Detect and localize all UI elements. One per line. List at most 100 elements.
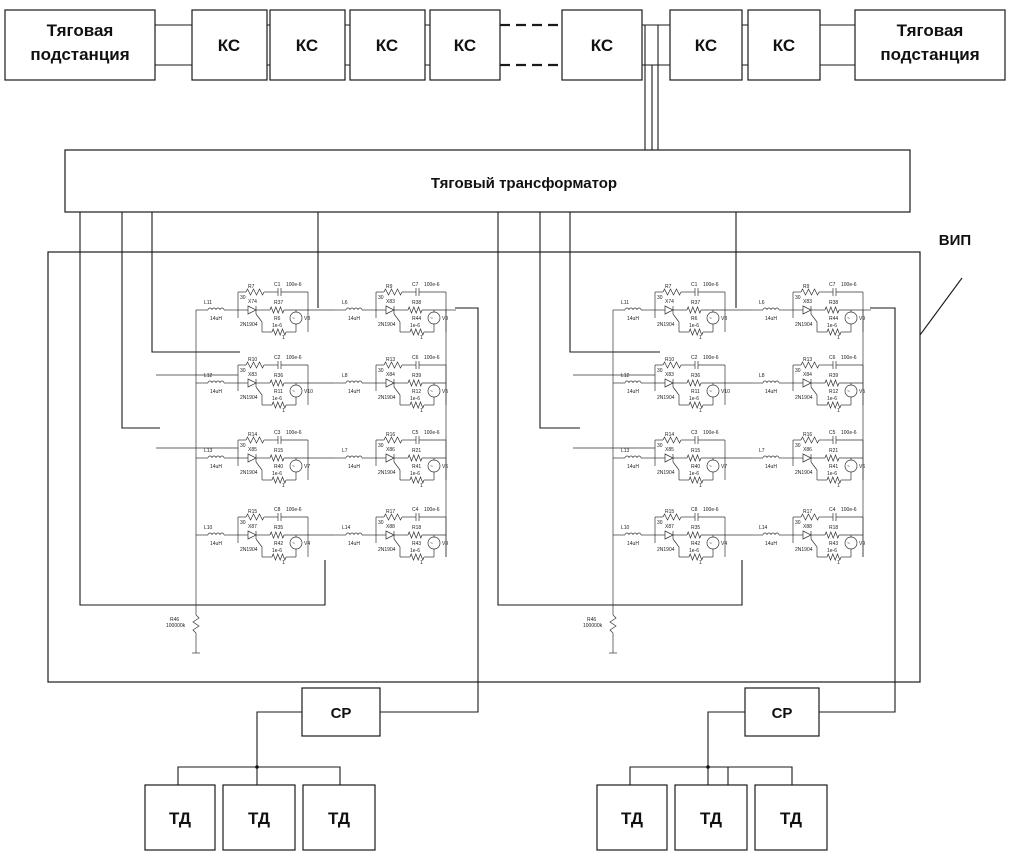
switch-label: X83 — [386, 299, 395, 305]
inductor-coil — [762, 532, 780, 536]
inductor-value: 14uH — [348, 389, 360, 395]
device-label: 2N1904 — [795, 547, 813, 553]
diode-symbol — [664, 305, 674, 315]
resistor-label: R42 — [274, 541, 283, 547]
resistor-value: 1 — [282, 335, 285, 341]
vip-enclosure: ВИП — [47, 232, 971, 683]
catenary-dashed-gap — [500, 20, 562, 70]
switch-arm — [672, 313, 680, 323]
td-label: ТД — [621, 809, 643, 828]
capacitor-value: 100e-6 — [286, 355, 302, 361]
resistor-label: R18 — [412, 525, 421, 531]
resistor-value: 1 — [837, 408, 840, 414]
capacitor-label: C1 — [274, 282, 281, 288]
snubber-resistor — [245, 361, 265, 369]
source-label: V9 — [859, 316, 865, 322]
switch-label: X83 — [803, 299, 812, 305]
inductor-coil — [207, 532, 225, 536]
inductor-value: 14uH — [210, 389, 222, 395]
right-converter-feeds — [497, 212, 743, 606]
inductor-label: L13 — [621, 448, 630, 454]
resistor-label: R15 — [665, 509, 674, 515]
resistor-label: R10 — [248, 357, 257, 363]
capacitor-label: C8 — [274, 507, 281, 513]
source-glyph: ~ — [709, 316, 712, 322]
diode-symbol — [385, 530, 395, 540]
substation-right-line1: Тяговая — [897, 21, 964, 40]
device-label: 2N1904 — [240, 395, 258, 401]
source-glyph: ~ — [847, 316, 850, 322]
device-label: 2N1904 — [657, 395, 675, 401]
snubber-resistor — [662, 513, 682, 521]
capacitor-value: 100e-6 — [424, 355, 440, 361]
capacitor-value: 100e-6 — [703, 355, 719, 361]
series-resistor — [686, 454, 702, 462]
inductor-coil — [207, 307, 225, 311]
resistor-value: 30 — [240, 520, 246, 526]
diode-symbol — [802, 530, 812, 540]
resistor-value: 1e-6 — [689, 548, 699, 554]
snubber-resistor — [245, 288, 265, 296]
snubber-resistor — [662, 288, 682, 296]
series-resistor — [269, 531, 285, 539]
resistor-label: R40 — [274, 464, 283, 470]
ks-label: КС — [454, 36, 476, 55]
switch-label: X85 — [665, 447, 674, 453]
ground-resistor — [609, 614, 617, 634]
ground-resistor-value: 100000k — [166, 623, 186, 629]
source-label: V5 — [442, 389, 448, 395]
resistor-label: R43 — [829, 541, 838, 547]
diode-symbol — [385, 378, 395, 388]
td-label: ТД — [248, 809, 270, 828]
inductor-label: L7 — [759, 448, 765, 454]
bottom-resistor — [688, 328, 704, 336]
td-block-right-3: ТД — [754, 784, 828, 851]
resistor-label: R37 — [691, 300, 700, 306]
source-label: V8 — [304, 316, 310, 322]
bottom-resistor — [826, 553, 842, 561]
bottom-resistor — [826, 476, 842, 484]
capacitor-value: 100e-6 — [286, 282, 302, 288]
inductor-value: 14uH — [627, 389, 639, 395]
resistor-value: 30 — [795, 520, 801, 526]
inductor-label: L10 — [621, 525, 630, 531]
series-resistor — [269, 379, 285, 387]
bottom-resistor — [409, 401, 425, 409]
ks-block-1: КС — [191, 9, 268, 81]
snubber-resistor — [800, 513, 820, 521]
inductor-coil — [762, 380, 780, 384]
snubber-resistor — [800, 288, 820, 296]
capacitor-label: C3 — [274, 430, 281, 436]
capacitor-value: 100e-6 — [424, 430, 440, 436]
substation-left-line2: подстанция — [30, 45, 129, 64]
substation-right: Тяговая подстанция — [854, 9, 1006, 81]
resistor-label: R7 — [665, 284, 672, 290]
resistor-label: R13 — [803, 357, 812, 363]
capacitor-label: C5 — [412, 430, 419, 436]
source-label: V4 — [304, 541, 310, 547]
snubber-resistor — [800, 436, 820, 444]
series-resistor — [269, 306, 285, 314]
source-glyph: ~ — [430, 541, 433, 547]
resistor-value: 30 — [657, 295, 663, 301]
inductor-label: L6 — [759, 300, 765, 306]
inductor-coil — [624, 380, 642, 384]
series-resistor — [407, 531, 423, 539]
resistor-label: R14 — [248, 432, 257, 438]
resistor-value: 30 — [240, 295, 246, 301]
resistor-label: R15 — [691, 448, 700, 454]
source-label: V7 — [721, 464, 727, 470]
capacitor-label: C4 — [412, 507, 419, 513]
resistor-value: 1 — [282, 483, 285, 489]
resistor-label: R43 — [412, 541, 421, 547]
capacitor-label: C4 — [829, 507, 836, 513]
capacitor-value: 100e-6 — [841, 355, 857, 361]
resistor-value: 30 — [657, 443, 663, 449]
vip-label: ВИП — [939, 232, 971, 249]
resistor-label: R16 — [386, 432, 395, 438]
resistor-value: 1 — [420, 560, 423, 566]
snubber-resistor — [800, 361, 820, 369]
